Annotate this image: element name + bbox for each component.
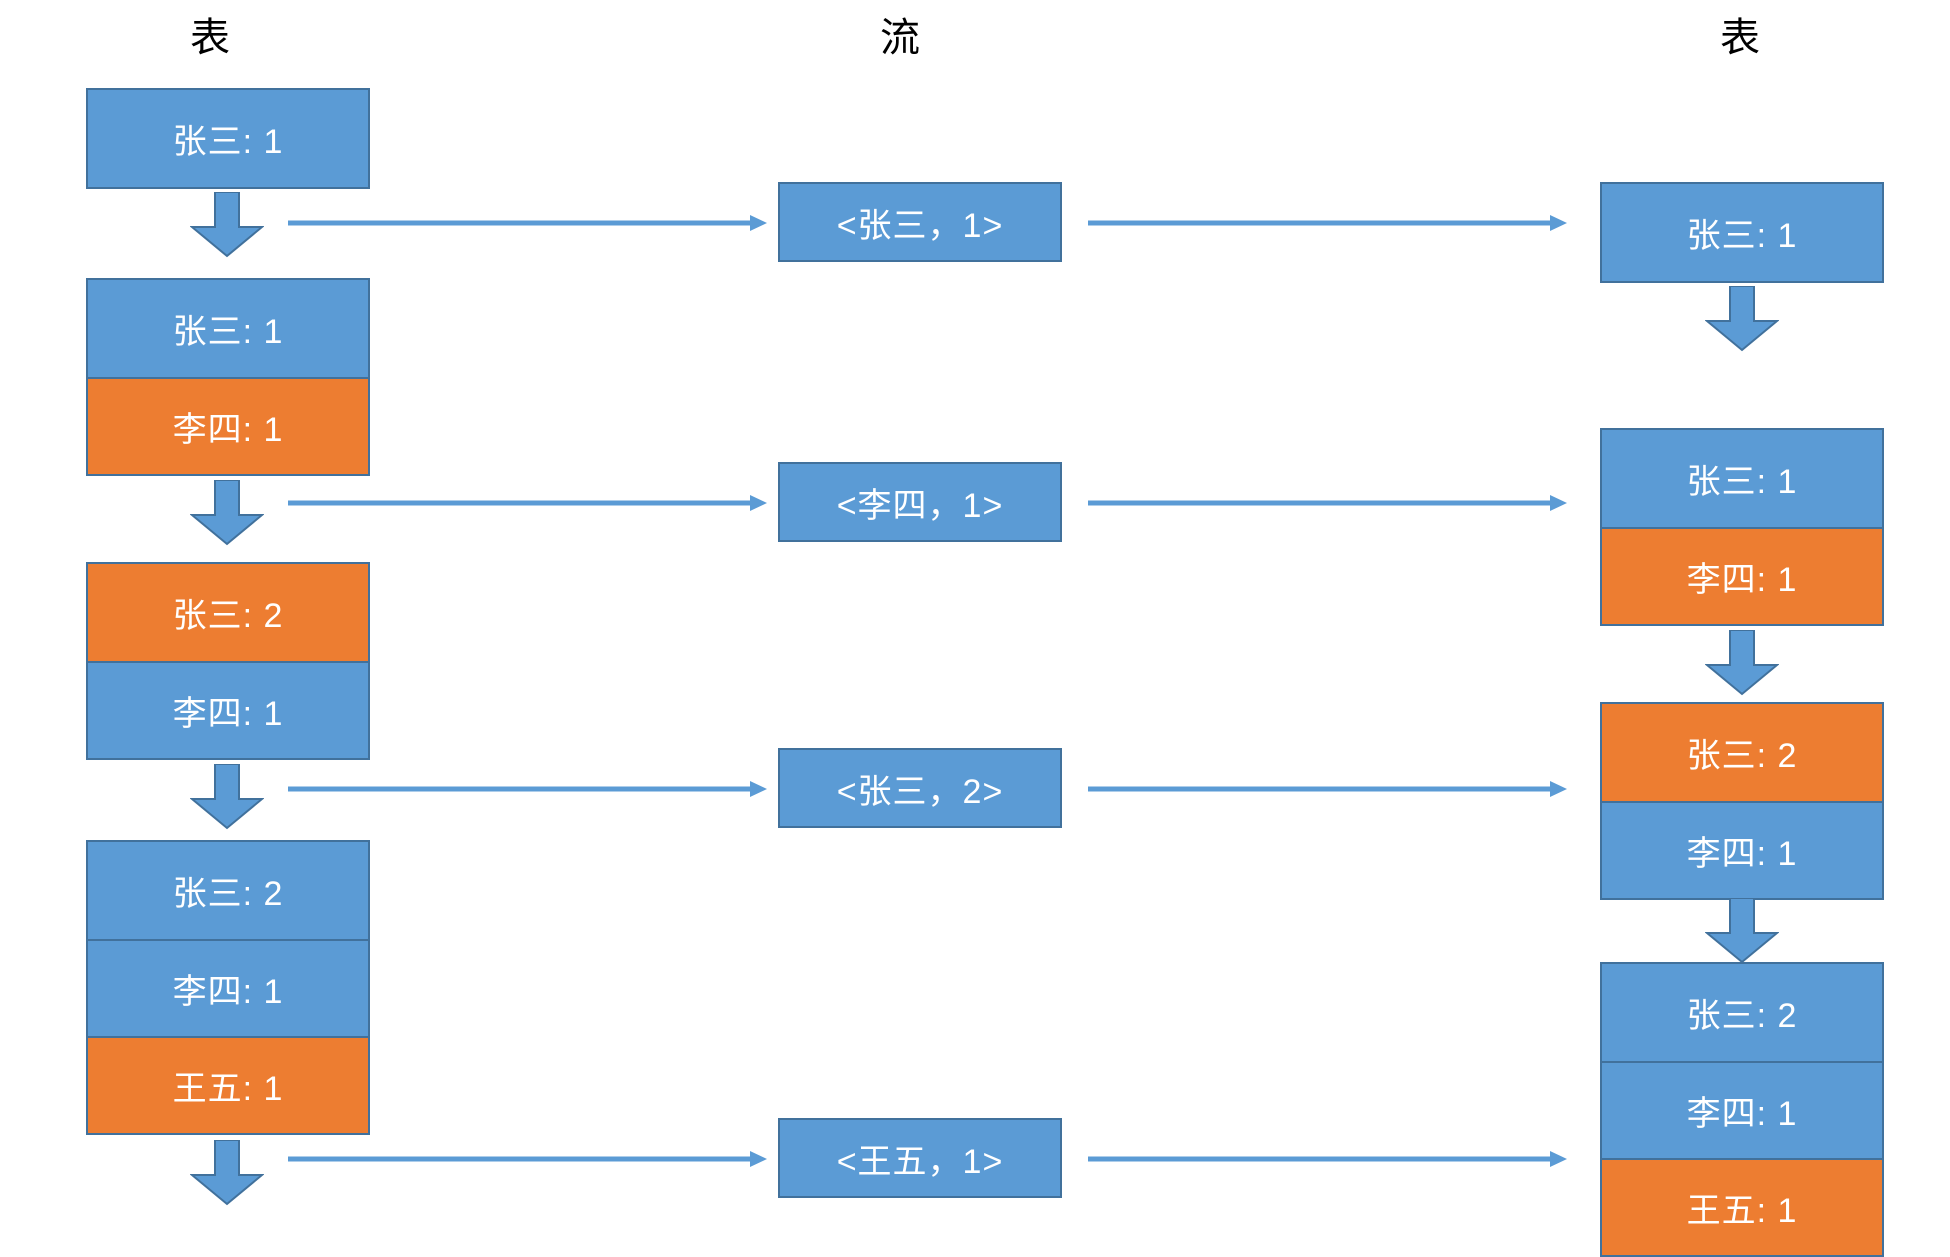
right-table-snapshot-1: 张三: 1 [1600,182,1884,283]
stream-column-title: 流 [880,16,920,60]
down-arrow-icon [1705,898,1779,964]
right-arrow-icon [1088,212,1568,234]
right-table-snapshot-4: 张三: 2 李四: 1 王五: 1 [1600,962,1884,1257]
right-arrow-icon [288,1148,768,1170]
stream-event-box-1: <张三，1> [778,182,1062,262]
table-row: 王五: 1 [1602,1158,1882,1255]
right-arrow-icon [288,212,768,234]
right-arrow-icon [1088,492,1568,514]
right-table-snapshot-2: 张三: 1 李四: 1 [1600,428,1884,626]
table-row: 张三: 2 [1602,704,1882,801]
table-row: 张三: 1 [88,90,368,187]
table-row: 张三: 1 [1602,430,1882,527]
down-arrow-icon [190,480,264,546]
table-row: 王五: 1 [88,1036,368,1133]
down-arrow-icon [1705,286,1779,352]
table-row: 李四: 1 [1602,1061,1882,1158]
table-row: 李四: 1 [1602,527,1882,624]
right-arrow-icon [288,778,768,800]
stream-event-box-2: <李四，1> [778,462,1062,542]
table-row: 张三: 1 [88,280,368,377]
left-table-snapshot-2: 张三: 1 李四: 1 [86,278,370,476]
stream-event-box-4: <王五，1> [778,1118,1062,1198]
table-row: 张三: 2 [88,564,368,661]
left-table-snapshot-4: 张三: 2 李四: 1 王五: 1 [86,840,370,1135]
down-arrow-icon [190,192,264,258]
left-table-snapshot-3: 张三: 2 李四: 1 [86,562,370,760]
table-row: 李四: 1 [88,939,368,1036]
table-row: 李四: 1 [1602,801,1882,898]
table-row: 李四: 1 [88,661,368,758]
right-arrow-icon [1088,778,1568,800]
down-arrow-icon [190,1140,264,1206]
right-column-title: 表 [1720,16,1760,60]
table-row: 张三: 2 [88,842,368,939]
left-column-title: 表 [190,16,230,60]
right-arrow-icon [1088,1148,1568,1170]
stream-event-box-3: <张三，2> [778,748,1062,828]
table-row: 张三: 1 [1602,184,1882,281]
right-table-snapshot-3: 张三: 2 李四: 1 [1600,702,1884,900]
left-table-snapshot-1: 张三: 1 [86,88,370,189]
table-row: 张三: 2 [1602,964,1882,1061]
down-arrow-icon [1705,630,1779,696]
table-row: 李四: 1 [88,377,368,474]
right-arrow-icon [288,492,768,514]
down-arrow-icon [190,764,264,830]
